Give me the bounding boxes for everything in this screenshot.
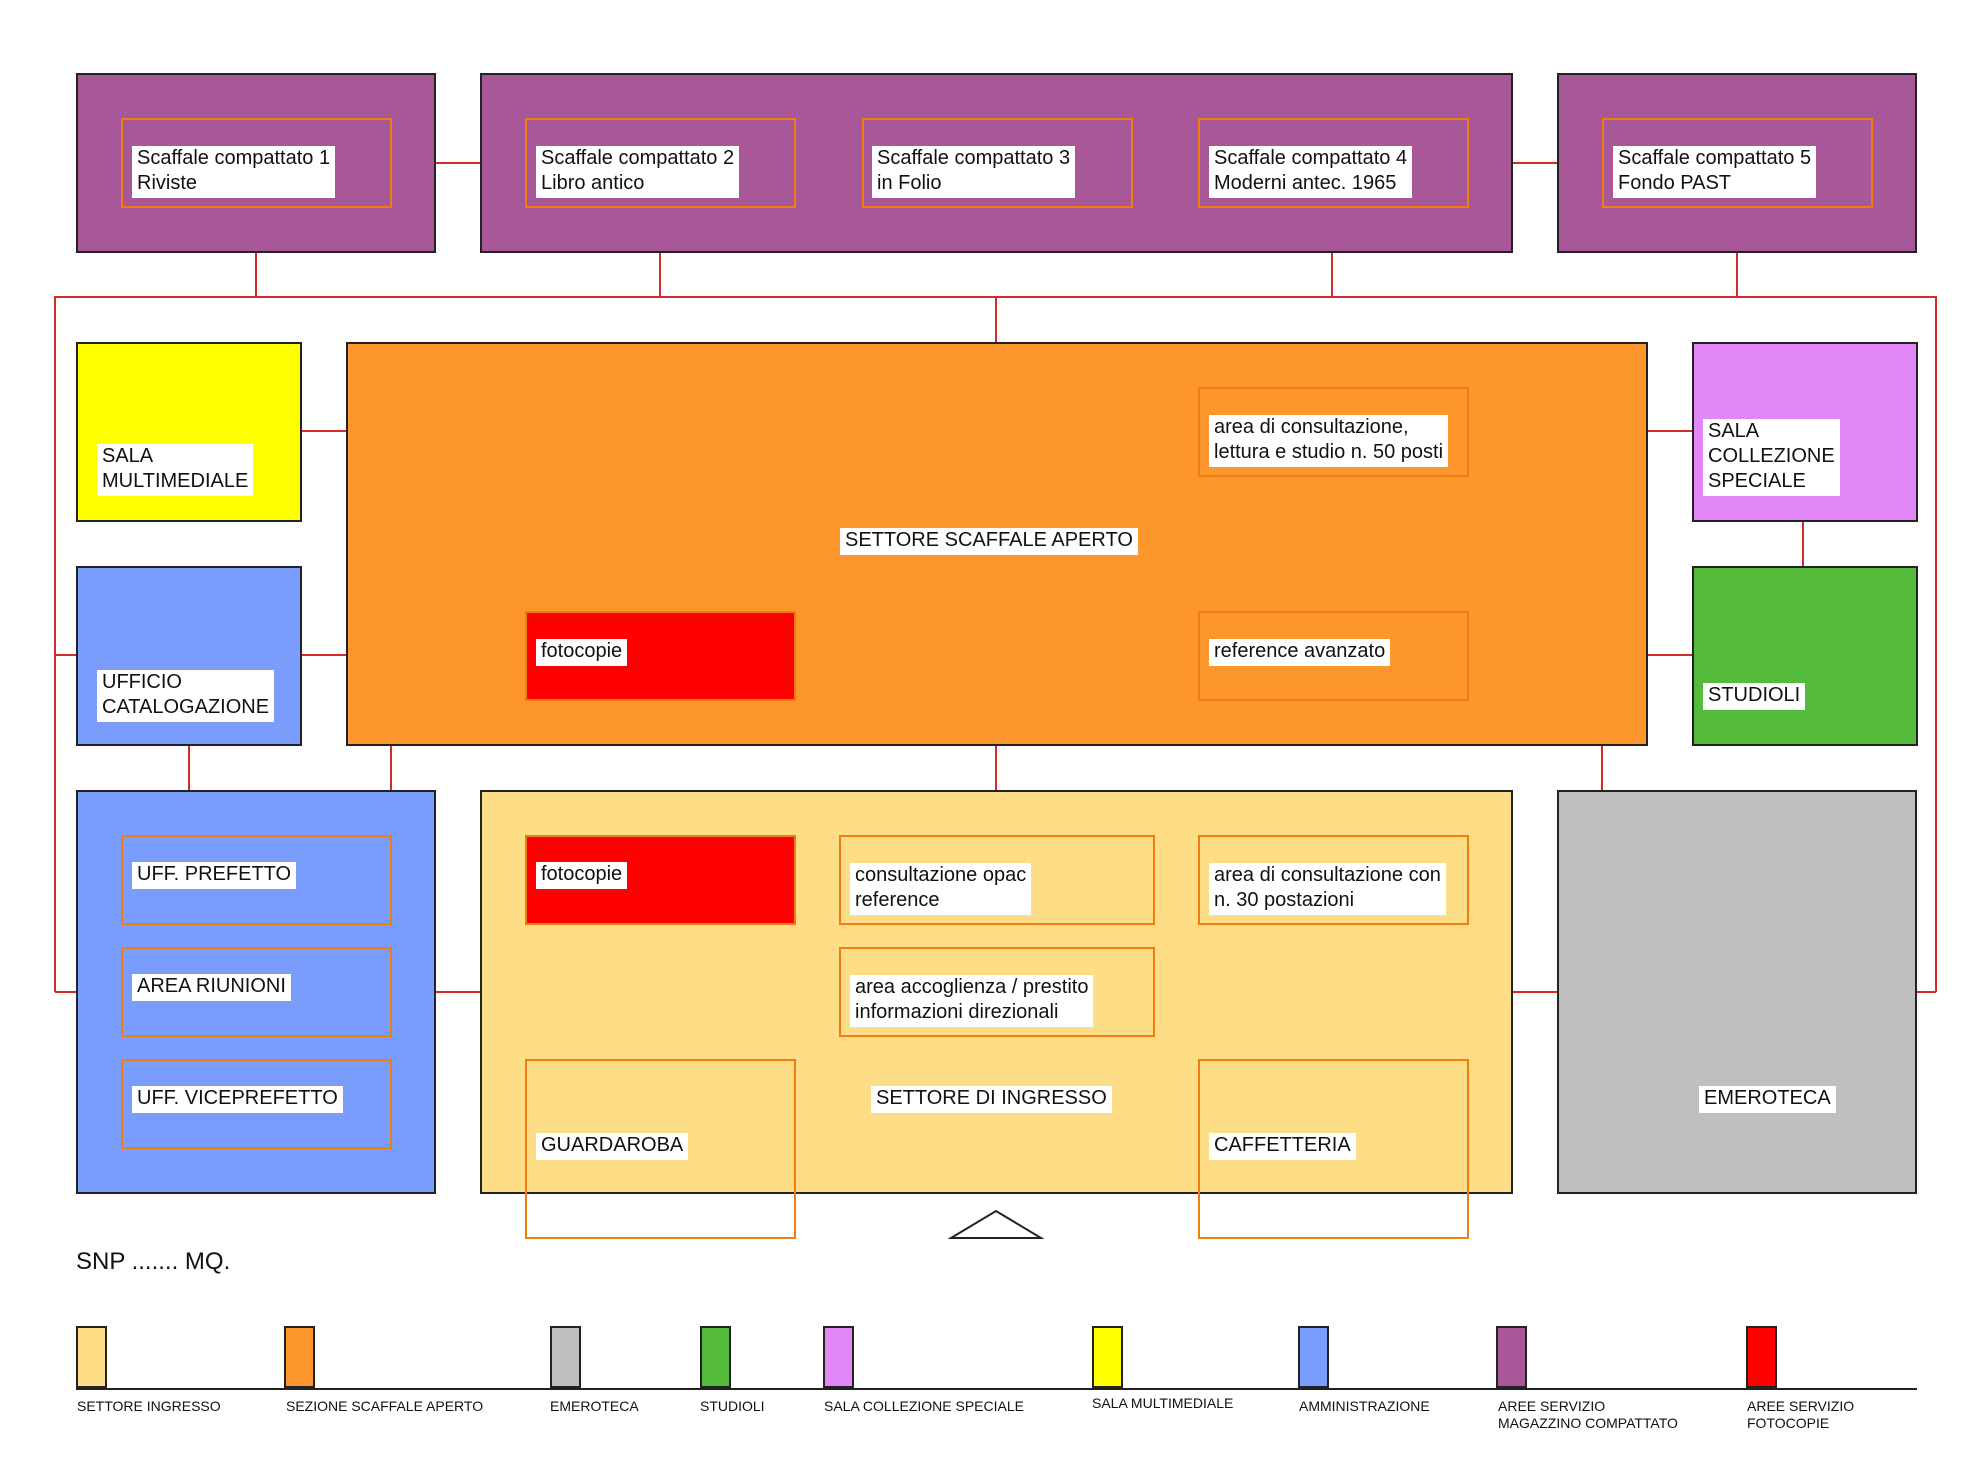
reference-avanzato-label: reference avanzato [1209, 639, 1391, 666]
scaffale-1-zone [121, 118, 392, 208]
reference-avanzato-zone [1198, 611, 1469, 701]
scaffale-aperto-consultazione-label: area di consultazione,lettura e studio n… [1209, 415, 1449, 467]
legend-label-amministrazione: AMMINISTRAZIONE [1299, 1398, 1430, 1414]
area-riunioni-zone [121, 947, 392, 1037]
ingresso-fotocopie-label: fotocopie [536, 862, 628, 889]
settore-ingresso-title: SETTORE DI INGRESSO [871, 1086, 1112, 1113]
legend-swatch-fotocopie [1746, 1326, 1777, 1388]
legend-swatch-magazzino [1496, 1326, 1527, 1388]
legend-label-collezione-speciale: SALA COLLEZIONE SPECIALE [824, 1398, 1024, 1414]
legend-swatch-amministrazione [1298, 1326, 1329, 1388]
caffetteria-label: CAFFETTERIA [1209, 1133, 1356, 1160]
legend-swatch-studioli [700, 1326, 731, 1388]
legend-swatch-emeroteca [550, 1326, 581, 1388]
scaffale-4-zone [1198, 118, 1469, 208]
emeroteca-box [1557, 790, 1917, 1194]
entrance-arrow-icon [947, 1209, 1045, 1239]
legend-swatch-collezione-speciale [823, 1326, 854, 1388]
uff-prefetto-zone [121, 835, 392, 925]
legend-swatch-multimediale [1092, 1326, 1123, 1388]
scaffale-3-zone [862, 118, 1133, 208]
scaffale-aperto-fotocopie-label: fotocopie [536, 639, 628, 666]
consultazione-opac-zone [839, 835, 1155, 925]
scaffale-5-zone [1602, 118, 1873, 208]
ingresso-consultazione-zone [1198, 835, 1469, 925]
studioli-label: STUDIOLI [1703, 683, 1806, 710]
uff-viceprefetto-label: UFF. VICEPREFETTO [132, 1086, 343, 1113]
caffetteria-zone [1198, 1059, 1469, 1239]
accoglienza-zone [839, 947, 1155, 1037]
emeroteca-label: EMEROTECA [1699, 1086, 1836, 1113]
guardaroba-zone [525, 1059, 796, 1239]
scaffale-2-zone [525, 118, 796, 208]
guardaroba-label: GUARDAROBA [536, 1133, 689, 1160]
legend-label-emeroteca: EMEROTECA [550, 1398, 639, 1414]
snp-area-text: SNP ....... MQ. [76, 1248, 231, 1275]
legend-label-ingresso: SETTORE INGRESSO [77, 1398, 221, 1414]
uff-viceprefetto-zone [121, 1059, 392, 1149]
uff-prefetto-label: UFF. PREFETTO [132, 862, 297, 889]
legend-swatch-ingresso [76, 1326, 107, 1388]
legend-label-studioli: STUDIOLI [700, 1398, 765, 1414]
legend-label-multimediale: SALA MULTIMEDIALE [1092, 1395, 1234, 1411]
legend-swatch-scaffale-aperto [284, 1326, 315, 1388]
scaffale-aperto-title: SETTORE SCAFFALE APERTO [840, 528, 1138, 555]
area-riunioni-label: AREA RIUNIONI [132, 974, 291, 1001]
legend-label-scaffale-aperto: SEZIONE SCAFFALE APERTO [286, 1398, 484, 1414]
scaffale-aperto-consultazione-zone [1198, 387, 1469, 477]
connector-paths [54, 162, 1937, 993]
studioli-box [1692, 566, 1918, 746]
